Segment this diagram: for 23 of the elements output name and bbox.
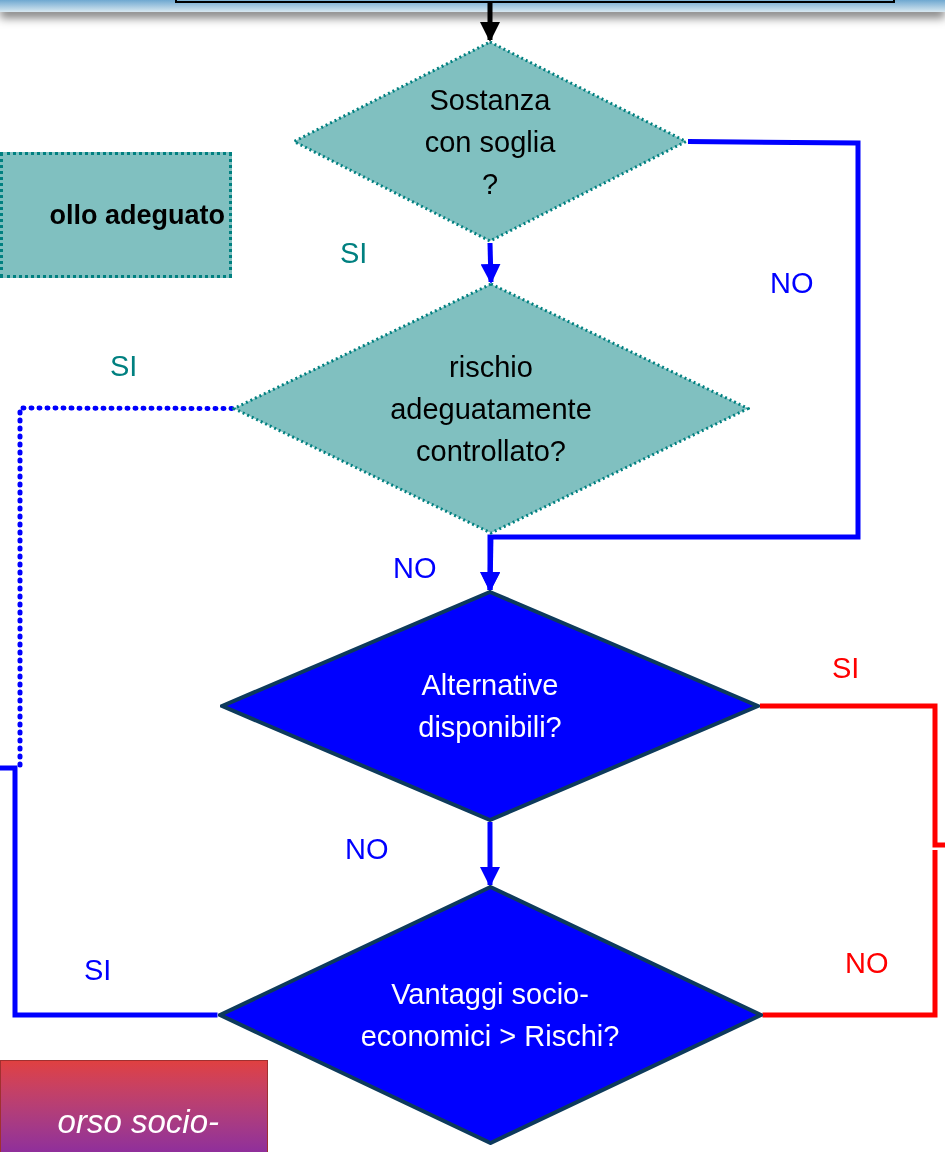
- arrow: [480, 822, 500, 887]
- edge-label: NO: [770, 266, 814, 301]
- node-text: ollo adeguato: [49, 198, 225, 232]
- arrow: [480, 3, 500, 42]
- node-text: rischio adeguatamente controllato?: [389, 349, 593, 469]
- node-text: Vantaggi socio-economici > Rischi?: [359, 977, 621, 1054]
- edge-label: NO: [345, 832, 389, 867]
- edge-label: SI: [832, 651, 860, 686]
- node-text: orso socio-: [57, 1102, 219, 1142]
- edge-label: NO: [393, 551, 437, 586]
- edge-label: SI: [110, 349, 138, 384]
- connector-line: [0, 765, 218, 1018]
- arrow: [480, 242, 501, 284]
- connector-line: [762, 850, 938, 1018]
- process-box: [0, 152, 232, 278]
- node-text: Alternative disponibili?: [417, 668, 563, 745]
- process-box: [0, 1060, 268, 1152]
- arrow: [480, 139, 861, 592]
- edge-label: SI: [84, 953, 112, 988]
- node-text: Sostanza con soglia ?: [423, 82, 557, 202]
- connector-line: [760, 703, 945, 848]
- edge-label: NO: [845, 946, 889, 981]
- edge-label: SI: [340, 236, 368, 271]
